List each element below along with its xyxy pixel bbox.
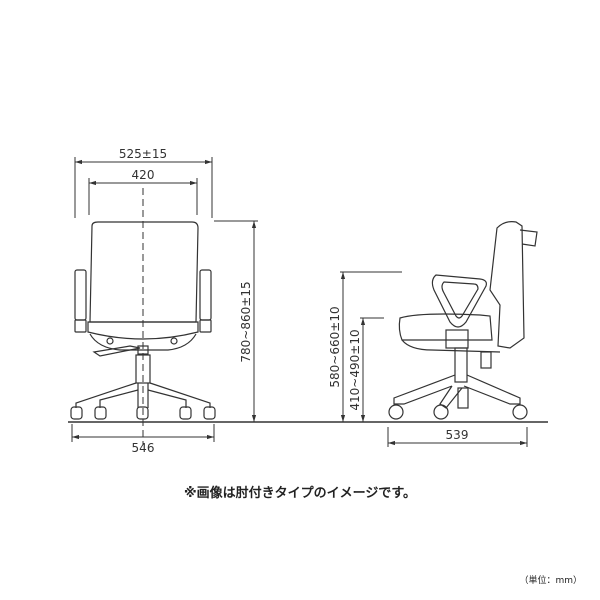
seat-height-label: 410~490±10 [348, 329, 362, 410]
arm-height-label: 580~660±10 [328, 306, 342, 387]
front-dimensions [71, 157, 258, 442]
side-dimensions [340, 271, 528, 447]
image-note: ※画像は肘付きタイプのイメージです。 [183, 486, 417, 501]
casters-side [388, 404, 528, 420]
unit-label: （単位：mm） [519, 576, 582, 586]
casters-front [70, 406, 216, 420]
overall-width-label: 525±15 [119, 147, 167, 161]
height-label: 780~860±15 [239, 281, 253, 362]
depth-label: 539 [446, 428, 469, 442]
side-chair [388, 221, 538, 420]
base-width-label: 546 [132, 441, 155, 455]
seat-width-label: 420 [132, 168, 155, 182]
